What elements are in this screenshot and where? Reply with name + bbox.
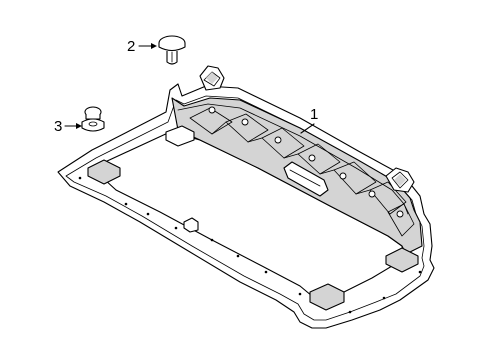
- wall-hole: [396, 210, 404, 218]
- push-pin-retainer: [158, 35, 186, 65]
- rib-pattern: [189, 107, 415, 237]
- shield-panel: [57, 65, 435, 329]
- flange-dots: [78, 176, 422, 314]
- svg-text:3: 3: [54, 118, 62, 135]
- callout-1: 1: [300, 106, 318, 134]
- pad-front-a: [310, 284, 344, 310]
- mount-clip-right: [385, 167, 415, 193]
- wall-hole: [308, 154, 316, 162]
- handle-slot: [283, 161, 329, 197]
- wall-hole: [208, 106, 216, 114]
- grommet-clip: [81, 106, 105, 132]
- arrow-head-icon: [76, 123, 82, 129]
- callout-3: 3: [54, 118, 82, 135]
- wall-hole: [368, 190, 376, 198]
- svg-text:1: 1: [310, 106, 318, 123]
- wall-hole: [274, 136, 282, 144]
- rear-tab-left: [165, 125, 195, 147]
- edge-tab: [183, 217, 199, 233]
- mount-clip-left: [199, 65, 225, 91]
- pad-front-b: [386, 248, 418, 272]
- pad-left: [88, 160, 120, 184]
- arrow-head-icon: [151, 43, 157, 49]
- svg-text:2: 2: [127, 38, 135, 55]
- wall-hole: [339, 172, 347, 180]
- wall-hole: [241, 118, 249, 126]
- callout-2: 2: [127, 38, 157, 55]
